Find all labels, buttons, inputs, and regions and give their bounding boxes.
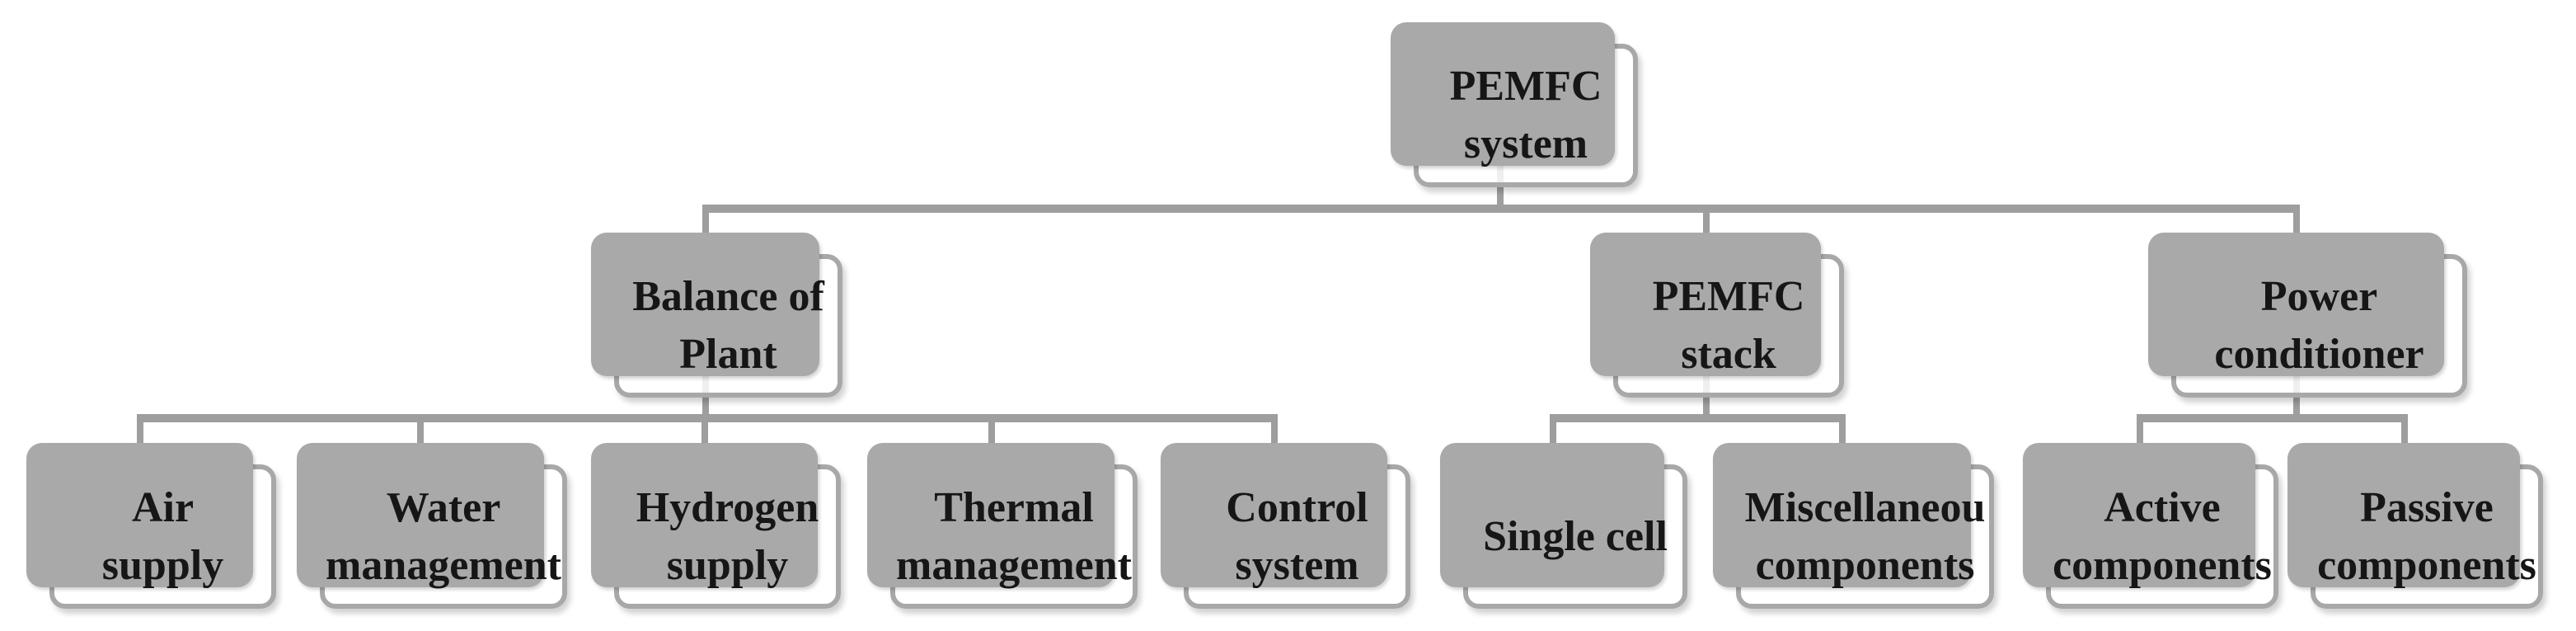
node-label-line: Thermal bbox=[934, 483, 1094, 531]
node-label-line: supply bbox=[101, 541, 224, 589]
node-pemfc-system: PEMFC system bbox=[1391, 22, 1638, 187]
node-label-line: conditioner bbox=[2214, 331, 2424, 378]
node-water-management: Water management bbox=[297, 443, 567, 609]
node-label-line: system bbox=[1235, 541, 1359, 589]
node-label-line: Plant bbox=[679, 331, 777, 378]
connector-power-conditioner-bar bbox=[2137, 414, 2408, 422]
node-air-supply: Air supply bbox=[26, 443, 276, 609]
node-label-line: supply bbox=[666, 541, 789, 589]
node-label-line: system bbox=[1463, 120, 1588, 167]
connector-drop-air-supply bbox=[137, 417, 143, 450]
connector-pemfc-stack-bar bbox=[1550, 414, 1846, 422]
connector-drop-active-components bbox=[2137, 417, 2143, 450]
connector-drop-passive-components bbox=[2401, 417, 2408, 450]
node-label-line: Miscellaneou bbox=[1744, 483, 1986, 531]
node-label-line: Air bbox=[131, 483, 195, 531]
node-passive-components: Passive components bbox=[2287, 443, 2543, 609]
node-control-system: Control system bbox=[1161, 443, 1410, 609]
connector-drop-control-system bbox=[1271, 417, 1278, 450]
connector-drop-power-conditioner bbox=[2293, 208, 2300, 239]
node-label-line: Single cell bbox=[1483, 512, 1668, 560]
node-label-line: Control bbox=[1226, 483, 1368, 531]
node-label-line: management bbox=[896, 541, 1132, 589]
node-label-line: components bbox=[2053, 541, 2272, 589]
node-label-line: components bbox=[1755, 541, 1975, 589]
connector-drop-miscellaneou-components bbox=[1839, 417, 1846, 450]
node-label-line: Water bbox=[386, 483, 501, 531]
node-label-line: Active bbox=[2104, 483, 2221, 531]
node-label-line: Balance of bbox=[632, 273, 824, 320]
node-single-cell: Single cell bbox=[1440, 443, 1687, 609]
node-label-line: components bbox=[2317, 541, 2536, 589]
connector-drop-balance-of-plant bbox=[702, 208, 709, 239]
node-balance-of-plant: Balance of Plant bbox=[591, 233, 842, 398]
node-label-line: Hydrogen bbox=[636, 483, 819, 531]
connector-level1-bar bbox=[702, 205, 2300, 213]
node-label-line: management bbox=[326, 541, 561, 589]
connector-drop-water-management bbox=[417, 417, 424, 450]
node-thermal-management: Thermal management bbox=[867, 443, 1138, 609]
node-label-line: PEMFC bbox=[1449, 63, 1602, 110]
node-active-components: Active components bbox=[2023, 443, 2278, 609]
node-label-line: PEMFC bbox=[1652, 273, 1805, 320]
node-miscellaneou-components: Miscellaneou components bbox=[1713, 443, 1994, 609]
node-power-conditioner: Power conditioner bbox=[2148, 233, 2467, 398]
node-label-line: Power bbox=[2260, 273, 2378, 320]
node-label-line: stack bbox=[1681, 331, 1776, 378]
node-pemfc-stack: PEMFC stack bbox=[1590, 233, 1844, 398]
node-label-line: Passive bbox=[2360, 483, 2494, 531]
connector-drop-pemfc-stack bbox=[1703, 208, 1710, 239]
connector-drop-single-cell bbox=[1550, 417, 1556, 450]
connector-drop-thermal-management bbox=[988, 417, 995, 450]
connector-drop-hydrogen-supply bbox=[701, 417, 708, 450]
node-hydrogen-supply: Hydrogen supply bbox=[591, 443, 841, 609]
